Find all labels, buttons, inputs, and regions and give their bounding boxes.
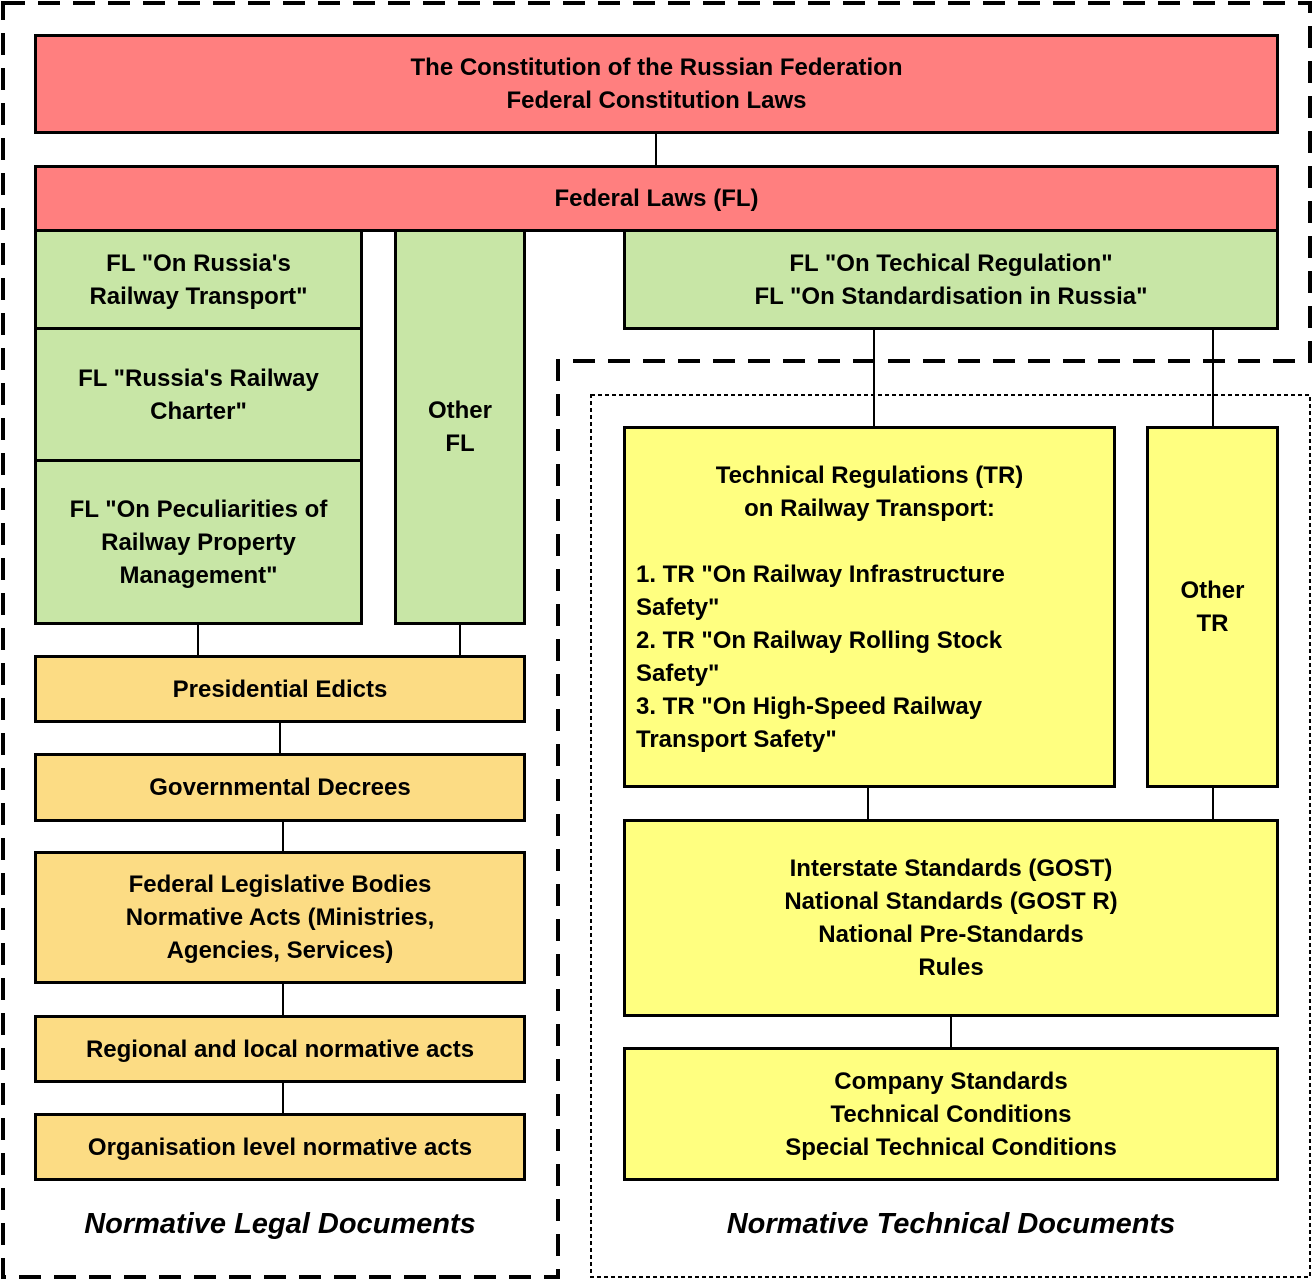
fl-technical-line-1: FL "On Techical Regulation"	[789, 249, 1113, 277]
fl-railway-transport-line-1: FL "On Russia's	[106, 249, 291, 277]
governmental-decrees-box: Governmental Decrees	[34, 753, 526, 822]
presidential-edicts-label: Presidential Edicts	[172, 675, 388, 703]
standards-box: Interstate Standards (GOST) National Sta…	[623, 819, 1279, 1017]
other-tr-line-2: TR	[1196, 610, 1229, 637]
company-standards-box: Company Standards Technical Conditions S…	[623, 1047, 1279, 1181]
tr-item-1-line-1: 1. TR "On Railway Infrastructure	[636, 561, 1005, 588]
standards-line-2: National Standards (GOST R)	[784, 888, 1118, 915]
connector-fl-technical-other-tr	[1212, 328, 1214, 428]
connector-federal-bodies-regional	[282, 982, 284, 1017]
fl-technical-line-2: FL "On Standardisation in Russia"	[754, 282, 1148, 310]
technical-regulations-list: 1. TR "On Railway Infrastructure Safety"…	[636, 558, 1103, 756]
fl-technical-regulation-box: FL "On Techical Regulation" FL "On Stand…	[623, 229, 1279, 330]
connector-tr-standards	[867, 786, 869, 821]
connector-fl-technical-tr	[873, 328, 875, 428]
fl-property-management-box: FL "On Peculiarities of Railway Property…	[34, 459, 363, 625]
connector-standards-company	[950, 1015, 952, 1049]
connector-constitution-federal-laws	[655, 132, 657, 166]
technical-documents-region-border	[590, 394, 1311, 1278]
company-standards-line-1: Company Standards	[834, 1067, 1068, 1095]
constitution-line-1: The Constitution of the Russian Federati…	[410, 54, 903, 81]
fl-railway-transport-box: FL "On Russia's Railway Transport"	[34, 229, 363, 330]
fl-property-management-line-1: FL "On Peculiarities of	[69, 495, 328, 523]
standards-line-4: Rules	[918, 954, 984, 981]
other-fl-line-1: Other	[427, 397, 492, 424]
fl-railway-charter-line-2: Charter"	[150, 397, 247, 425]
regional-local-acts-label: Regional and local normative acts	[85, 1035, 475, 1063]
constitution-line-2: Federal Constitution Laws	[506, 87, 807, 114]
tr-item-1-line-2: Safety"	[636, 594, 720, 621]
other-fl-box: Other FL	[394, 229, 526, 625]
technical-regulations-box: Technical Regulations (TR) on Railway Tr…	[623, 426, 1116, 788]
connector-fl-group-presidential	[197, 623, 199, 656]
standards-line-1: Interstate Standards (GOST)	[789, 855, 1113, 882]
presidential-edicts-box: Presidential Edicts	[34, 655, 526, 723]
governmental-decrees-label: Governmental Decrees	[149, 774, 411, 801]
connector-other-tr-standards	[1212, 786, 1214, 821]
company-standards-line-3: Special Technical Conditions	[785, 1133, 1117, 1161]
other-tr-box: Other TR	[1146, 426, 1279, 788]
fl-property-management-line-3: Management"	[119, 561, 278, 589]
regional-local-acts-box: Regional and local normative acts	[34, 1015, 526, 1083]
connector-regional-organisation	[282, 1080, 284, 1115]
tr-item-3-line-2: Transport Safety"	[636, 726, 837, 753]
other-tr-line-1: Other	[1180, 577, 1245, 604]
tr-item-2-line-1: 2. TR "On Railway Rolling Stock	[636, 627, 1003, 654]
organisation-level-acts-label: Organisation level normative acts	[87, 1133, 473, 1161]
federal-legislative-bodies-box: Federal Legislative Bodies Normative Act…	[34, 851, 526, 984]
technical-documents-caption: Normative Technical Documents	[726, 1208, 1176, 1240]
federal-legislative-bodies-line-1: Federal Legislative Bodies	[128, 871, 432, 898]
tr-item-2-line-2: Safety"	[636, 660, 720, 687]
technical-regulations-heading-1: Technical Regulations (TR)	[715, 462, 1024, 489]
technical-regulations-heading-2: on Railway Transport:	[744, 495, 995, 522]
company-standards-line-2: Technical Conditions	[830, 1100, 1072, 1128]
federal-legislative-bodies-line-3: Agencies, Services)	[166, 937, 394, 964]
fl-railway-transport-line-2: Railway Transport"	[89, 282, 308, 310]
fl-property-management-line-2: Railway Property	[101, 528, 296, 556]
standards-line-3: National Pre-Standards	[818, 921, 1084, 948]
connector-presidential-governmental	[279, 721, 281, 755]
legal-documents-caption: Normative Legal Documents	[84, 1208, 476, 1240]
federal-laws-box: Federal Laws (FL)	[34, 165, 1279, 232]
fl-railway-charter-box: FL "Russia's Railway Charter"	[34, 327, 363, 462]
federal-laws-label: Federal Laws (FL)	[554, 185, 759, 212]
tr-item-3-line-1: 3. TR "On High-Speed Railway	[636, 693, 983, 720]
fl-railway-charter-line-1: FL "Russia's Railway	[78, 364, 319, 392]
federal-legislative-bodies-line-2: Normative Acts (Ministries,	[125, 904, 435, 931]
constitution-box: The Constitution of the Russian Federati…	[34, 34, 1279, 134]
other-fl-line-2: FL	[445, 430, 475, 457]
connector-governmental-federal-bodies	[282, 820, 284, 853]
connector-other-fl-presidential	[459, 623, 461, 656]
organisation-level-acts-box: Organisation level normative acts	[34, 1113, 526, 1181]
